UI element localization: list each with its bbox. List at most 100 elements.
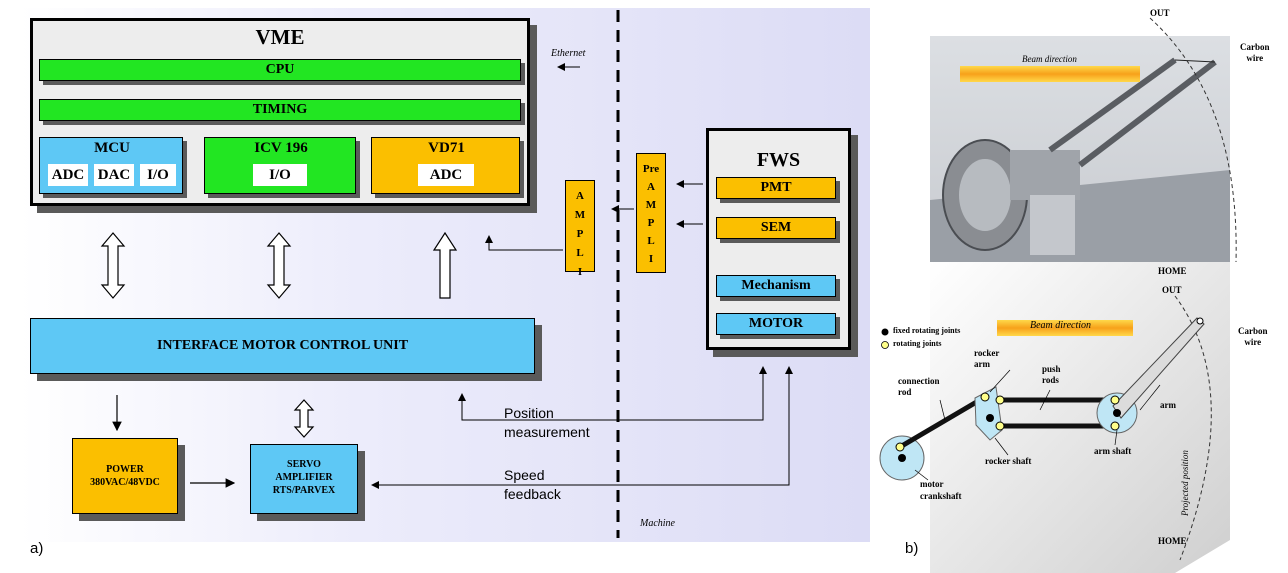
icv196-module: ICV 196 I/O [204,137,356,194]
interface-motor-control-unit: INTERFACE MOTOR CONTROL UNIT [30,318,535,374]
wire-trajectory-bottom [1174,295,1212,561]
ampli-letter: M [574,209,586,221]
schematic-background [930,262,1230,573]
speed-arrow-to-servo [371,404,790,489]
beam-direction-top-label: Beam direction [1022,54,1077,64]
preampli-letter: P [647,217,655,229]
preampli-letter: M [645,199,657,211]
icv196-io: I/O [253,164,307,186]
push-rods-line2: rods [1042,375,1059,385]
legend-rotating-joint-dot [881,341,889,349]
pmt-box: PMT [716,177,836,199]
servo-amplifier-box: SERVO AMPLIFIER RTS/PARVEX [250,444,358,514]
vd71-up-arrow [432,231,458,299]
beam-bar-top [960,66,1140,82]
projected-position-label: Projected position [1180,450,1190,516]
servo-line1: SERVO [287,459,321,470]
rocker-arm-label: rocker arm [974,348,999,370]
arm-shaft-label: arm shaft [1094,446,1132,456]
preampli-letter: Pre [642,163,660,175]
ampli-letter: A [576,190,584,202]
push-rods-label: push rods [1042,364,1061,386]
motor-box: MOTOR [716,313,836,335]
vd71-title: VD71 [428,140,465,156]
servo-double-arrow [293,399,315,438]
motor-crankshaft-line1: motor [920,479,944,489]
fws-box: FWS PMT SEM Mechanism MOTOR [706,128,851,350]
legend-fixed-joint-dot [881,328,889,336]
sem-box: SEM [716,217,836,239]
carbon-wire-label-bottom: Carbon wire [1238,326,1268,348]
preampli-letter: A [647,181,655,193]
push-rods-line1: push [1042,364,1061,374]
motor-crankshaft-label: motor crankshaft [920,478,962,502]
icv-double-arrow [266,232,292,299]
carbon-wire-label-top: Carbon wire [1240,42,1270,64]
connection-rod-line2: rod [898,387,912,397]
carbon-wire-bottom-line1: Carbon [1238,326,1268,336]
mcu-adc: ADC [48,164,88,186]
power-line2: 380VAC/48VDC [90,477,160,488]
mcu-io: I/O [140,164,176,186]
legend-fixed-label: fixed rotating joints [893,326,961,335]
photo-mechanism [942,57,1217,255]
mcu-title: MCU [94,140,130,156]
mechanism-schematic [879,317,1205,481]
servo-line3: RTS/PARVEX [272,485,336,496]
cpu-bar: CPU [39,59,521,81]
connection-rod [898,394,987,450]
preampli-box: Pre A M P L I [636,153,666,273]
power-box: POWER 380VAC/48VDC [72,438,178,514]
connection-rod-label: connection rod [898,376,940,398]
fws-title: FWS [756,149,801,171]
panel-a-label: a) [30,540,44,557]
ampli-to-vme-arrow [485,235,563,251]
preampli-letter: L [647,235,655,247]
preampli-letter: I [648,253,654,265]
speed-feedback-label: Speed feedback [504,466,561,504]
icv196-title: ICV 196 [254,140,308,156]
vme-crate: VME CPU TIMING MCU ADC DAC I/O ICV 196 I… [30,18,530,206]
out-label-top: OUT [1150,8,1170,18]
vd71-module: VD71 ADC [371,137,520,194]
carbon-wire-bottom-line2: wire [1244,337,1262,347]
arm-label: arm [1160,400,1176,410]
ethernet-label: Ethernet [551,48,586,59]
position-arrow-to-imcu [458,393,764,421]
carbon-wire-top-line2: wire [1246,53,1264,63]
out-label-mid: OUT [1162,285,1182,295]
rocker-arm-line1: rocker [974,348,1000,358]
ampli-letter: P [576,228,584,240]
panel-b-label: b) [905,540,919,557]
mechanism-box: Mechanism [716,275,836,297]
wire-trajectory-top [1149,17,1237,263]
position-line2: measurement [504,424,590,440]
timing-bar: TIMING [39,99,521,121]
ampli-letter: L [576,247,584,259]
legend-rotating-label: rotating joints [893,339,942,348]
vd71-adc: ADC [418,164,474,186]
ampli-letter: I [577,266,583,278]
vme-title: VME [255,25,305,49]
motor-crankshaft-line2: crankshaft [920,491,962,501]
position-line1: Position [504,405,554,421]
beam-direction-bottom-label: Beam direction [1030,320,1092,331]
connection-rod-line1: connection [898,376,940,386]
mcu-dac: DAC [94,164,134,186]
ampli-box: A M P L I [565,180,595,278]
mcu-double-arrow [100,232,126,299]
servo-line2: AMPLIFIER [275,472,333,483]
home-label-mid: HOME [1158,266,1187,276]
beam-bar-bottom [997,320,1133,336]
rocker-shaft-label: rocker shaft [985,456,1032,466]
machine-label: Machine [640,518,675,529]
carbon-wire-point [1196,317,1204,325]
position-measurement-label: Position measurement [504,404,590,442]
carbon-wire-top-line1: Carbon [1240,42,1270,52]
mcu-module: MCU ADC DAC I/O [39,137,183,194]
power-line1: POWER [106,464,144,475]
rocker-arm-line2: arm [974,359,990,369]
speed-line2: feedback [504,486,561,502]
